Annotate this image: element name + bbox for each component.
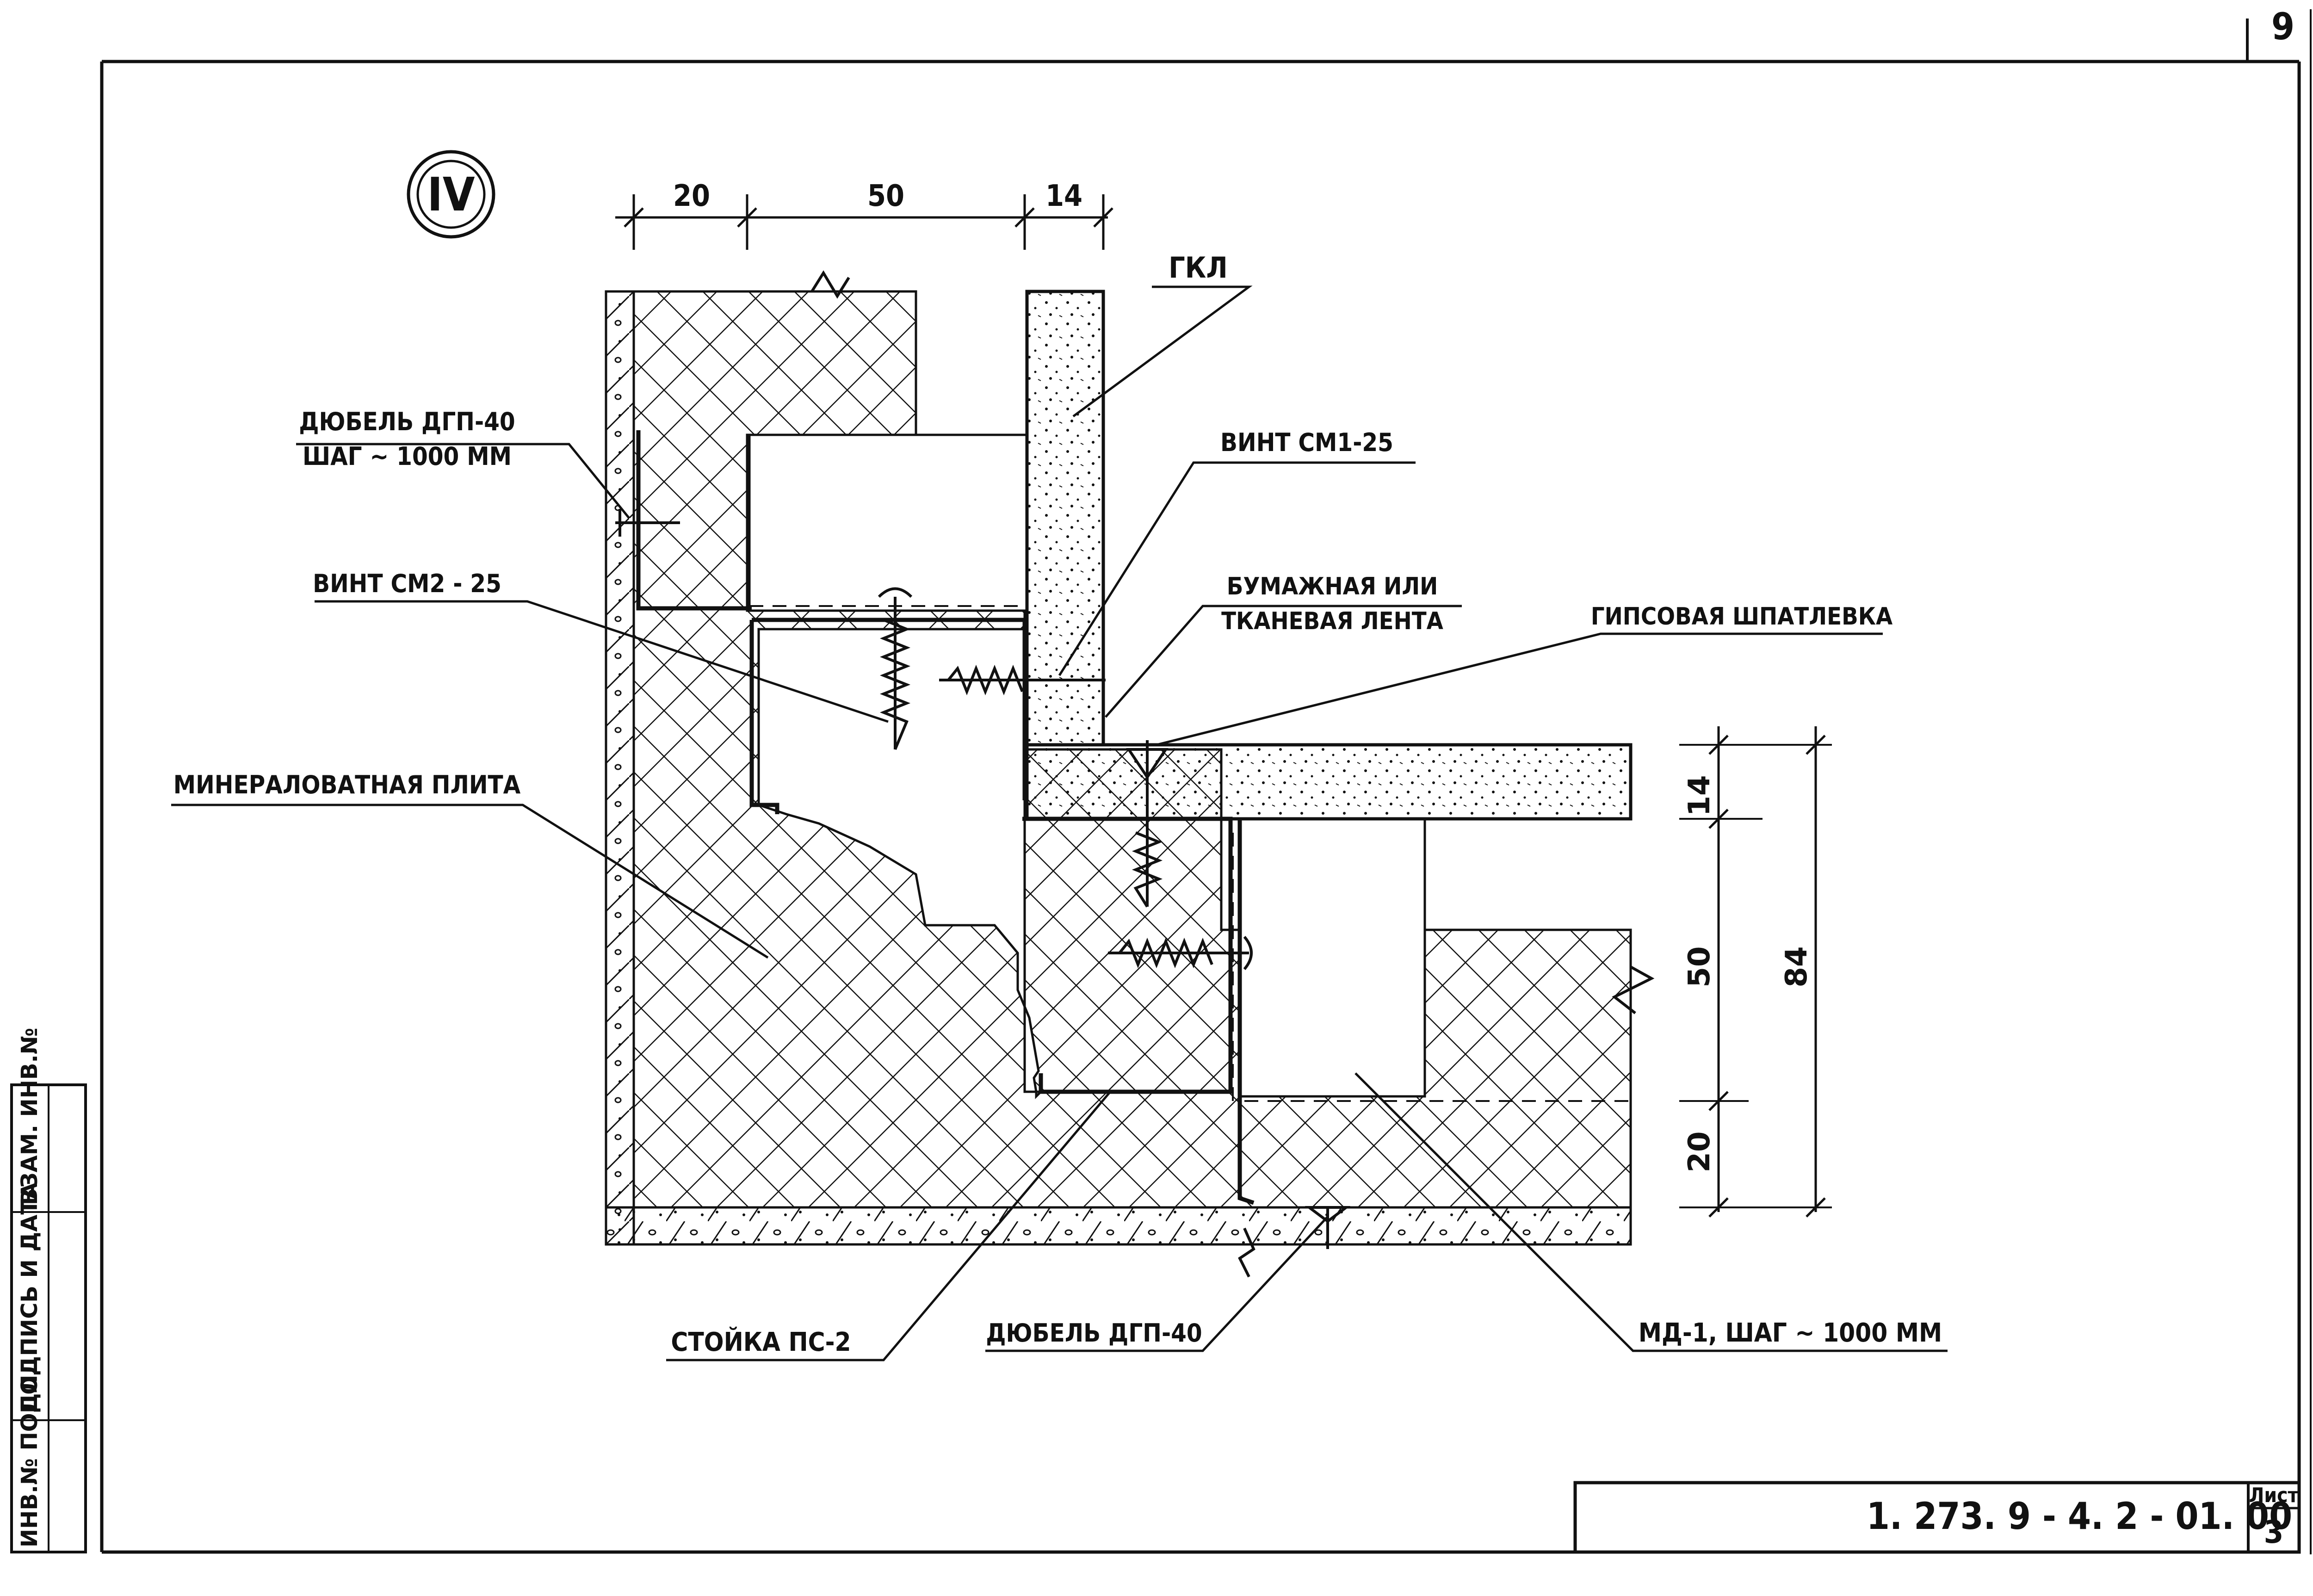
label-putty: ГИПСОВАЯ ШПАТЛЕВКА xyxy=(1591,603,1892,631)
label-screw-cm1: ВИНТ СМ1-25 xyxy=(1220,428,1393,457)
profile-md xyxy=(1237,819,1255,1205)
label-tape-2: ТКАНЕВАЯ ЛЕНТА xyxy=(1221,607,1443,635)
drawing-code: 1. 273. 9 - 4. 2 - 01. 00 xyxy=(1867,1495,2292,1538)
screw-cm2 xyxy=(878,587,913,750)
top-dimension-chain xyxy=(615,194,1113,250)
cavity-lower xyxy=(757,628,1044,1100)
sheet-number: 3 xyxy=(2264,1514,2284,1551)
profile-stud-2 xyxy=(1022,817,1233,1094)
gypsum-board-vertical xyxy=(1025,290,1105,747)
label-md: МД-1, ШАГ ~ 1000 ММ xyxy=(1639,1318,1942,1348)
label-screw-cm2: ВИНТ СМ2 - 25 xyxy=(313,569,501,598)
cavity-upper xyxy=(748,433,1028,612)
label-dowel-bottom: ДЮБЕЛЬ ДГП-40 xyxy=(986,1318,1202,1348)
detail-marker-label: IV xyxy=(427,167,475,222)
label-tape-1: БУМАЖНАЯ ИЛИ xyxy=(1227,573,1438,600)
screw-cm1 xyxy=(939,664,1106,696)
label-gkl: ГКЛ xyxy=(1169,251,1227,285)
stamp-signature-date: ПОДПИСЬ И ДАТА xyxy=(17,1182,43,1413)
plaster-horizontal xyxy=(605,1206,1632,1246)
label-stud: СТОЙКА ПС-2 xyxy=(671,1327,851,1357)
dim-right-14: 14 xyxy=(1682,775,1717,816)
dowel-top-mark xyxy=(615,509,680,537)
title-block: 1. 273. 9 - 4. 2 - 01. 00 Лист 3 xyxy=(1573,1481,2301,1554)
gypsum-board-horizontal xyxy=(1025,743,1633,821)
screw-horizontal-lower xyxy=(1108,936,1253,970)
side-stamp: ИНВ.№ ПОДЛ. ПОДПИСЬ И ДАТА ВЗАМ. ИНВ.№ xyxy=(10,1028,87,1553)
stamp-inv-podl: ИНВ.№ ПОДЛ. xyxy=(17,1367,43,1547)
dim-top-14: 14 xyxy=(1045,179,1082,213)
page-corner-number: 9 xyxy=(2271,5,2294,48)
profile-top xyxy=(636,430,752,611)
dim-top-20: 20 xyxy=(673,179,710,213)
leader-lines xyxy=(171,285,1948,1361)
dim-top-50: 50 xyxy=(867,179,904,213)
dowel-bottom-mark xyxy=(1305,1206,1350,1249)
right-dimension-chain xyxy=(1679,726,1832,1218)
screw-vertical-lower xyxy=(1126,740,1169,908)
label-mineral-wool: МИНЕРАЛОВАТНАЯ ПЛИТА xyxy=(173,770,521,799)
corner-section xyxy=(605,270,1655,1278)
stamp-vzam-inv: ВЗАМ. ИНВ.№ xyxy=(17,1028,43,1205)
cavity-right xyxy=(1238,817,1426,1098)
dim-right-20: 20 xyxy=(1682,1131,1717,1172)
profile-stud xyxy=(749,618,1027,814)
plaster-vertical xyxy=(605,290,635,1246)
label-dowel-top-1: ДЮБЕЛЬ ДГП-40 xyxy=(299,407,515,436)
detail-marker: IV xyxy=(407,150,495,239)
dim-right-84: 84 xyxy=(1780,946,1814,987)
sheet-label: Лист xyxy=(2249,1484,2298,1507)
label-dowel-top-2: ШАГ ~ 1000 ММ xyxy=(303,442,512,471)
sheet-frame xyxy=(100,9,2312,1554)
dim-right-50: 50 xyxy=(1682,946,1717,987)
